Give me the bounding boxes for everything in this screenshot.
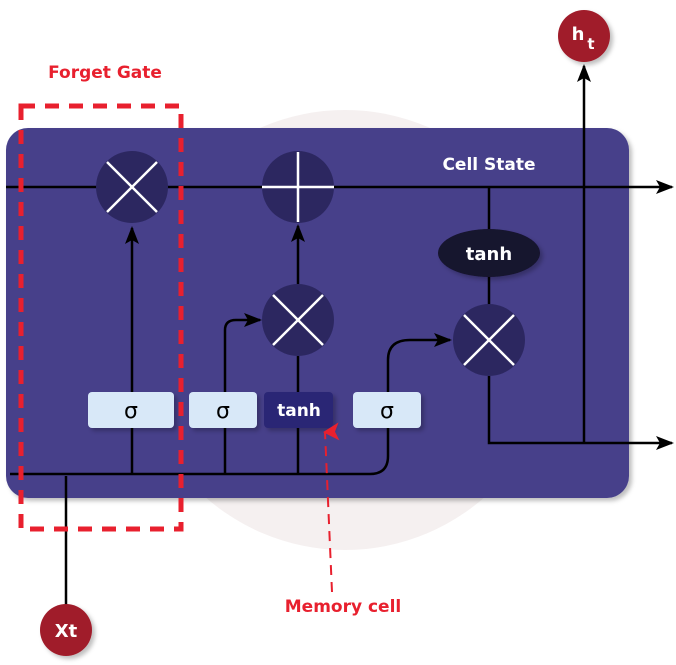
forget-sigma-gate: σ [88,392,174,428]
multiply-icon [106,161,158,213]
forget-gate-highlight [18,103,184,532]
output-sigma-gate: σ [353,392,421,428]
output-tanh-label: tanh [466,244,512,265]
output-tanh-op [438,229,540,277]
sigma-icon: σ [216,399,230,424]
memory-cell-label: Memory cell [285,597,402,617]
input-node [40,604,92,656]
input-gate-line [223,313,262,474]
multiply-icon [463,314,515,366]
input-node-label: Xt [55,621,78,642]
sigma-icon: σ [124,399,138,424]
input-tanh-label: tanh [277,401,321,421]
cell-state-label: Cell State [442,155,535,175]
hidden-output-line [487,376,674,450]
output-node-label: h [572,24,585,45]
input-tanh-gate: tanh [264,392,333,428]
input-sigma-gate: σ [189,392,257,428]
output-node [558,10,610,62]
multiply-icon [272,294,324,346]
sigma-icon: σ [380,399,394,424]
plus-icon [262,152,334,222]
forget-gate-label: Forget Gate [48,63,162,83]
memory-cell-pointer [323,422,340,593]
output-node-subscript: t [587,35,594,53]
